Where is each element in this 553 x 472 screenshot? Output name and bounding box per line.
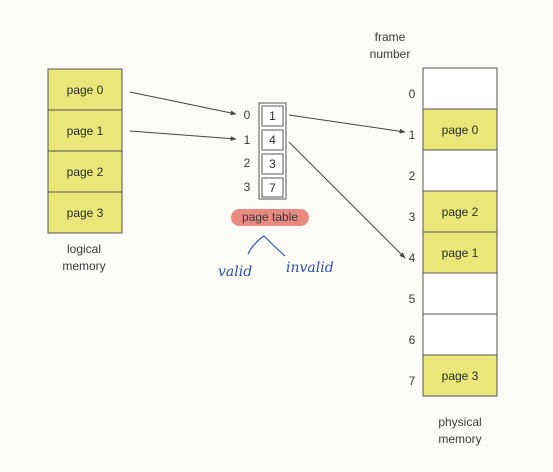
frame-number-5: 5 (409, 292, 416, 306)
page-table-index-1: 1 (244, 133, 251, 147)
page-table-index-0: 0 (244, 108, 251, 122)
physical-frame-6 (422, 313, 498, 356)
physical-frame-3-content: page 2 (442, 205, 479, 219)
frame-number-header-line1: frame (375, 30, 406, 44)
frame-number-7: 7 (409, 374, 416, 388)
logical-page-1: page 1 (47, 109, 123, 152)
page-table-entry-3 (261, 177, 284, 198)
frame-number-6: 6 (409, 333, 416, 347)
annotation-valid: valid (218, 264, 252, 280)
physical-frame-1-content: page 0 (442, 123, 479, 137)
page-table-frame-1: 4 (269, 133, 276, 147)
frame-number-header-line2: number (370, 47, 411, 61)
page-table-frame-0: 1 (269, 109, 276, 123)
page-table-index-3: 3 (244, 180, 251, 194)
physical-frame-3 (422, 190, 498, 233)
page-table-entry-0 (261, 105, 284, 127)
physical-frame-0 (422, 67, 498, 110)
frame-number-2: 2 (409, 169, 416, 183)
arrow-page0-to-table (129, 91, 237, 116)
physical-memory: frame number 0 1 2 3 4 5 6 7 page 0 page… (370, 30, 498, 446)
logical-memory-label-line2: memory (62, 259, 105, 273)
page-table-frame-3: 7 (269, 181, 276, 195)
logical-page-0-label: page 0 (67, 83, 104, 97)
physical-frame-7 (422, 354, 498, 397)
logical-page-3: page 3 (47, 191, 123, 234)
annotation-invalid: invalid (286, 260, 334, 276)
frame-number-1: 1 (409, 128, 416, 142)
physical-frame-4 (422, 231, 498, 274)
page-table-index-2: 2 (244, 156, 251, 170)
handwritten-annotation: valid invalid (218, 235, 334, 280)
frame-number-0: 0 (409, 87, 416, 101)
page-table: 0 1 2 3 1 4 3 7 page table (231, 102, 309, 226)
page-table-label-highlight (231, 209, 309, 226)
logical-page-1-label: page 1 (67, 124, 104, 138)
logical-page-2: page 2 (47, 150, 123, 193)
physical-frame-4-content: page 1 (442, 246, 479, 260)
logical-page-2-label: page 2 (67, 165, 104, 179)
frame-number-3: 3 (409, 210, 416, 224)
physical-frame-1 (422, 108, 498, 151)
logical-memory-label-line1: logical (67, 242, 101, 256)
mapping-arrows (129, 91, 406, 259)
logical-memory: page 0 page 1 page 2 page 3 logical memo… (47, 68, 123, 273)
page-table-entry-1 (261, 129, 284, 151)
physical-memory-label-line1: physical (438, 415, 481, 429)
page-table-frame-2: 3 (269, 157, 276, 171)
physical-memory-label-line2: memory (438, 432, 481, 446)
logical-page-0: page 0 (47, 68, 123, 111)
arrow-table-to-frame1 (288, 114, 406, 134)
physical-frame-7-content: page 3 (442, 369, 479, 383)
frame-number-4: 4 (409, 251, 416, 265)
logical-page-3-label: page 3 (67, 206, 104, 220)
page-table-entry-2 (261, 153, 284, 175)
physical-frame-2 (422, 149, 498, 192)
page-table-label: page table (242, 210, 298, 224)
annotation-branch-icon (247, 235, 286, 257)
arrow-page1-to-table (129, 130, 237, 141)
arrow-table-to-frame4 (288, 141, 406, 259)
physical-frame-5 (422, 272, 498, 315)
